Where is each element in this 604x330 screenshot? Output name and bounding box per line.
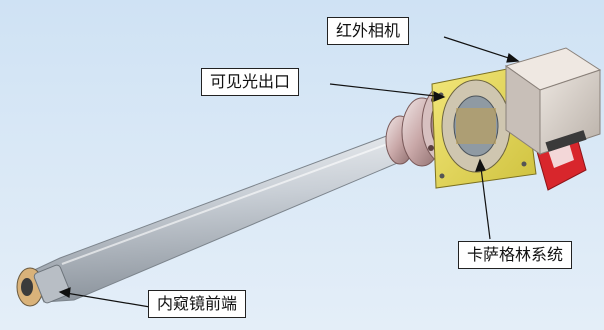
label-infrared-camera: 红外相机 [327,17,410,45]
leader-endoscope-front-end [59,291,151,308]
arrowhead-visible-light-outlet [433,91,446,102]
label-endoscope-front-end: 内窥镜前端 [148,290,247,318]
leader-infrared-camera [443,36,519,62]
infrared-camera-body [504,47,602,155]
callout-leader-lines [58,36,520,308]
endoscope-tube [29,127,429,303]
leader-visible-light-outlet [329,83,445,98]
label-visible-light-outlet: 可见光出口 [201,68,300,96]
arrowhead-infrared-camera [506,52,520,63]
arrowhead-endoscope-front-end [58,287,71,298]
endoscope-front-end [16,264,71,307]
label-kessler-system: 卡萨格林系统 [458,241,573,269]
leader-kessler-system [479,159,491,240]
arrowhead-kessler-system [475,158,486,172]
